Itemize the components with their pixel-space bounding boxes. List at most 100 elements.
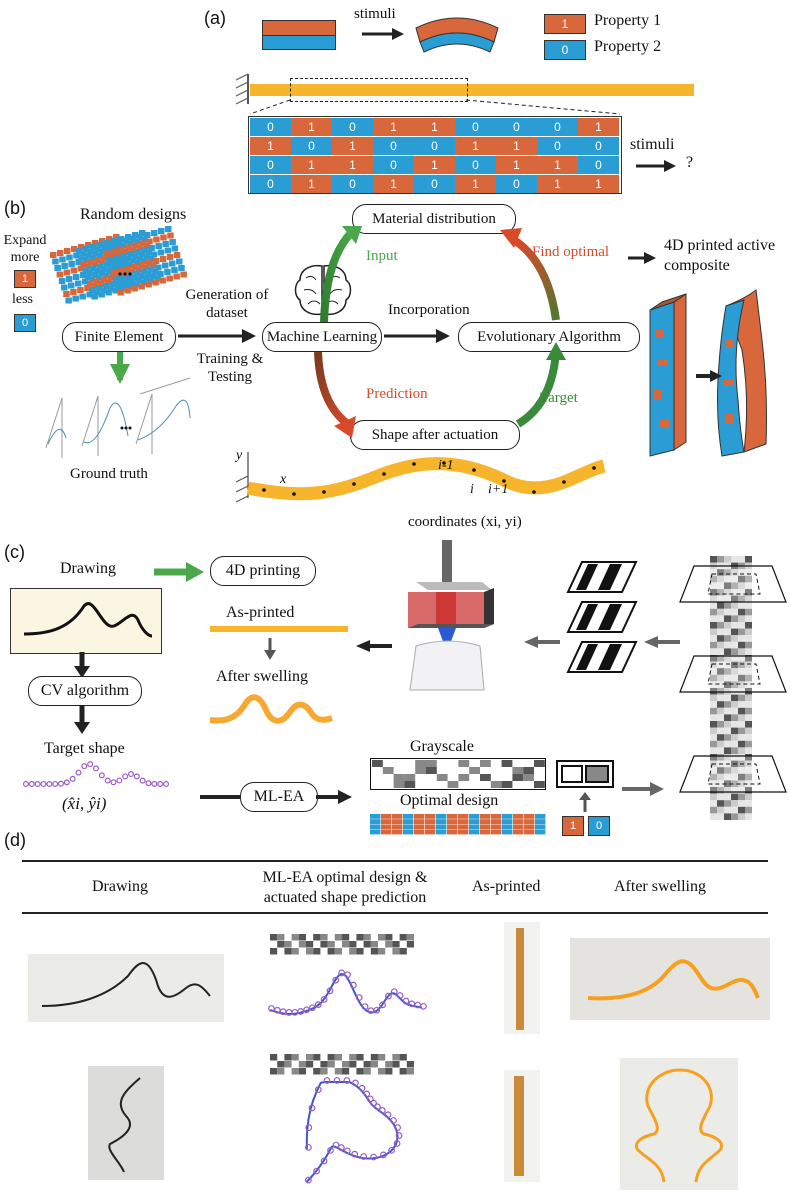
predicted-point [390,1117,397,1124]
chip-0-c: 0 [588,816,610,836]
target-point [163,780,170,787]
4d-printing-box: 4D printing [210,556,316,586]
grid-cell: 0 [250,156,291,174]
panel-d-label: (d) [4,830,26,850]
drawing-curve [23,602,153,638]
predicted-point [309,1004,316,1012]
predicted-point [305,1176,312,1184]
evolutionary-algorithm-box: Evolutionary Algorithm [458,322,640,352]
grid-cell: 0 [578,156,619,174]
target-point [157,780,164,787]
target-point [63,779,70,786]
predicted-point [332,976,340,984]
header-ml-ea: ML-EA optimal design & actuated shape pr… [262,869,428,906]
stimuli-label-top: stimuli [354,6,396,22]
predicted-point [344,971,351,979]
drawing-photo-2-curve [108,1077,141,1173]
predicted-point [343,1077,351,1084]
predicted-point [343,1147,351,1155]
grid-cell: 1 [578,175,619,193]
printed-composite-label: 4D printed active composite [664,237,776,274]
predicted-point [396,992,404,999]
arrow-down-cv [74,652,90,678]
after-swelling-photo-2 [620,1058,738,1190]
material-distribution-box: Material distribution [352,204,516,234]
predicted-point [394,1124,401,1131]
zoom-lines [249,99,621,115]
target-point [127,770,134,777]
predicted-point [370,1153,377,1161]
legend-code-1: 1 [544,14,586,34]
header-as-printed: As-printed [472,878,541,895]
grid-cell: 1 [537,156,578,174]
target-shape-label: Target shape [44,740,125,757]
wavy-beam [235,452,606,503]
predicted-point [366,1095,374,1103]
arrow-fe-to-ml [178,329,256,343]
grid-cell: 0 [414,175,455,193]
grid-cell: 0 [537,137,578,155]
grid-cell: 1 [250,137,291,155]
axis-y-label: y [236,448,243,463]
predicted-point [333,1077,341,1084]
grayscale-slices [566,561,638,673]
expand-more-label: Expand more [3,233,47,265]
optimal-design-bar [370,814,546,835]
as-printed-strip-1 [516,928,524,1030]
predicted-point [373,1006,381,1014]
as-printed-strip [210,626,348,632]
grid-cell: 1 [496,156,537,174]
predicted-shape-1 [268,969,427,1016]
arrow-to-as-printed [356,640,392,652]
generation-label: Generation of dataset [185,287,269,321]
more-chip: 1 [14,270,36,288]
grid-cell: 0 [291,137,332,155]
training-label: Training & Testing [196,351,264,385]
chip-1-c: 1 [562,816,584,836]
grid-cell: 1 [455,137,496,155]
predicted-point [303,1006,310,1014]
predicted-point [320,996,328,1003]
predicted-point [320,1157,328,1165]
predicted-point [305,1143,312,1151]
arrow-from-ml-ea [316,790,352,804]
predicted-point [326,987,334,995]
predicted-point [385,992,392,1000]
target-point [151,780,158,787]
target-shape-dots [22,761,170,788]
grid-cell: 0 [537,118,578,136]
prediction-label: Prediction [366,386,428,402]
grid-cell: 1 [414,118,455,136]
predicted-point [314,1086,322,1093]
target-point [52,780,59,787]
machine-learning-box: Machine Learning [262,322,382,352]
grid-cell: 0 [332,118,373,136]
predicted-point [384,1111,392,1119]
arrow-to-composite [628,252,656,264]
arrow-to-ml-ea [200,795,240,799]
arrow-ml-to-ea [384,329,450,343]
drawing-photo-1-curve [41,962,211,1007]
target-point [98,772,105,779]
target-point [139,777,146,784]
stimuli-arrow-right [636,160,676,172]
grid-cell: 1 [291,175,332,193]
less-label: less [12,292,33,307]
grayscale-column [679,556,787,820]
target-point [40,780,47,787]
question-mark: ? [686,154,694,171]
predicted-point [332,1141,340,1149]
green-arrow-down-left [110,352,130,384]
target-point [81,763,88,770]
drawing-photo-1 [28,954,224,1022]
grayscale-label: Grayscale [410,738,474,755]
predicted-shape-2 [305,1077,403,1184]
random-designs-label: Random designs [80,206,187,223]
axis-x-label: x [280,472,287,487]
legend-text-2: Property 2 [594,38,662,55]
drawing-photo-2 [88,1066,164,1180]
predicted-point [395,1132,403,1139]
target-point [92,765,99,772]
legend-code-2: 0 [544,40,586,60]
predicted-point [363,1090,371,1098]
